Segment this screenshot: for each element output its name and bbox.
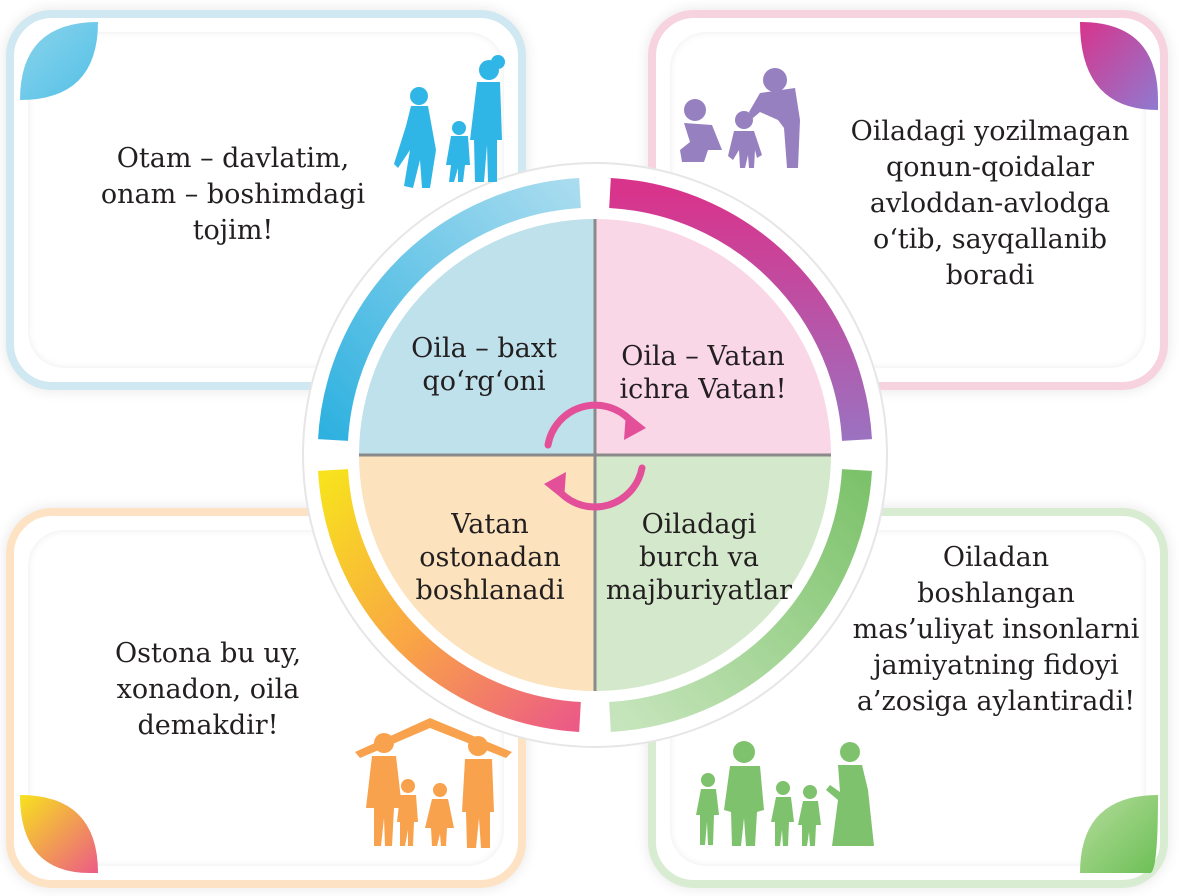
quadrant-label-top-right: Oila – Vatan ichra Vatan!	[598, 340, 808, 406]
quote-top-right: Oiladagi yozilmagan qonun-qoidalar avlod…	[830, 114, 1150, 294]
quadrant-line: Oila – Vatan	[621, 341, 785, 372]
parent-helping-child-icon	[680, 68, 800, 168]
quadrant-line: ichra Vatan!	[619, 374, 787, 405]
arc-bottom-right	[609, 469, 872, 732]
quadrant-line: ostonadan	[419, 542, 561, 573]
quadrant-label-top-left: Oila – baxt qo‘rg‘oni	[384, 332, 584, 398]
quote-line: xonadon, oila	[116, 674, 300, 705]
quote-line: avloddan-avlodga	[869, 188, 1111, 219]
quote-line: jamiyatning fidoyi	[873, 650, 1119, 681]
quote-line: boradi	[945, 260, 1035, 291]
quadrant-bottom-left	[359, 455, 595, 691]
family-with-children-icon	[696, 741, 874, 846]
quote-top-left: Otam – davlatim, onam – boshimdagi tojim…	[88, 141, 378, 249]
quadrant-line: Oila – baxt	[411, 333, 557, 364]
quote-line: Ostona bu uy,	[114, 638, 302, 669]
arc-bottom-left	[318, 469, 581, 732]
quote-line: boshlangan	[917, 578, 1075, 609]
quadrant-line: boshlanadi	[415, 575, 565, 606]
family-under-roof-icon	[355, 718, 512, 848]
quote-line: Otam – davlatim,	[116, 143, 350, 174]
quote-line: Oiladagi yozilmagan	[850, 116, 1130, 147]
quote-bottom-right: Oiladan boshlangan mas’uliyat insonlarni…	[826, 540, 1166, 720]
quadrant-line: burch va	[638, 542, 760, 573]
quote-bottom-left: Ostona bu uy, xonadon, oila demakdir!	[78, 636, 338, 744]
quadrant-top-right	[595, 219, 831, 455]
quote-line: o‘tib, sayqallanib	[872, 224, 1108, 255]
quote-line: qonun-qoidalar	[885, 152, 1095, 183]
quote-line: tojim!	[192, 215, 274, 246]
corner-accent-top-left	[20, 22, 98, 100]
quadrant-label-bottom-right: Oiladagi burch va majburiyatlar	[594, 508, 804, 607]
quadrant-line: Vatan	[451, 509, 529, 540]
corner-accent-bottom-right	[1080, 795, 1158, 873]
corner-accent-bottom-left	[20, 795, 98, 873]
quadrant-bottom-right	[595, 455, 831, 691]
quadrant-line: majburiyatlar	[605, 575, 793, 606]
quadrant-label-bottom-left: Vatan ostonadan boshlanadi	[390, 508, 590, 607]
quote-card-top-left	[6, 10, 526, 390]
quadrant-line: Oiladagi	[641, 509, 757, 540]
quote-line: Oiladan	[942, 542, 1050, 573]
corner-accent-top-right	[1080, 22, 1158, 110]
family-walking-icon	[394, 55, 505, 188]
cycle-arrows-icon	[544, 401, 646, 511]
arc-top-left	[318, 178, 581, 441]
arc-top-right	[609, 178, 872, 441]
quote-line: onam – boshimdagi	[100, 179, 366, 210]
quote-line: demakdir!	[137, 710, 279, 741]
quote-line: a’zosiga aylantiradi!	[856, 686, 1136, 717]
quadrant-line: qo‘rg‘oni	[422, 366, 546, 397]
quote-line: mas’uliyat insonlarni	[852, 614, 1140, 645]
quadrant-top-left	[359, 219, 595, 455]
